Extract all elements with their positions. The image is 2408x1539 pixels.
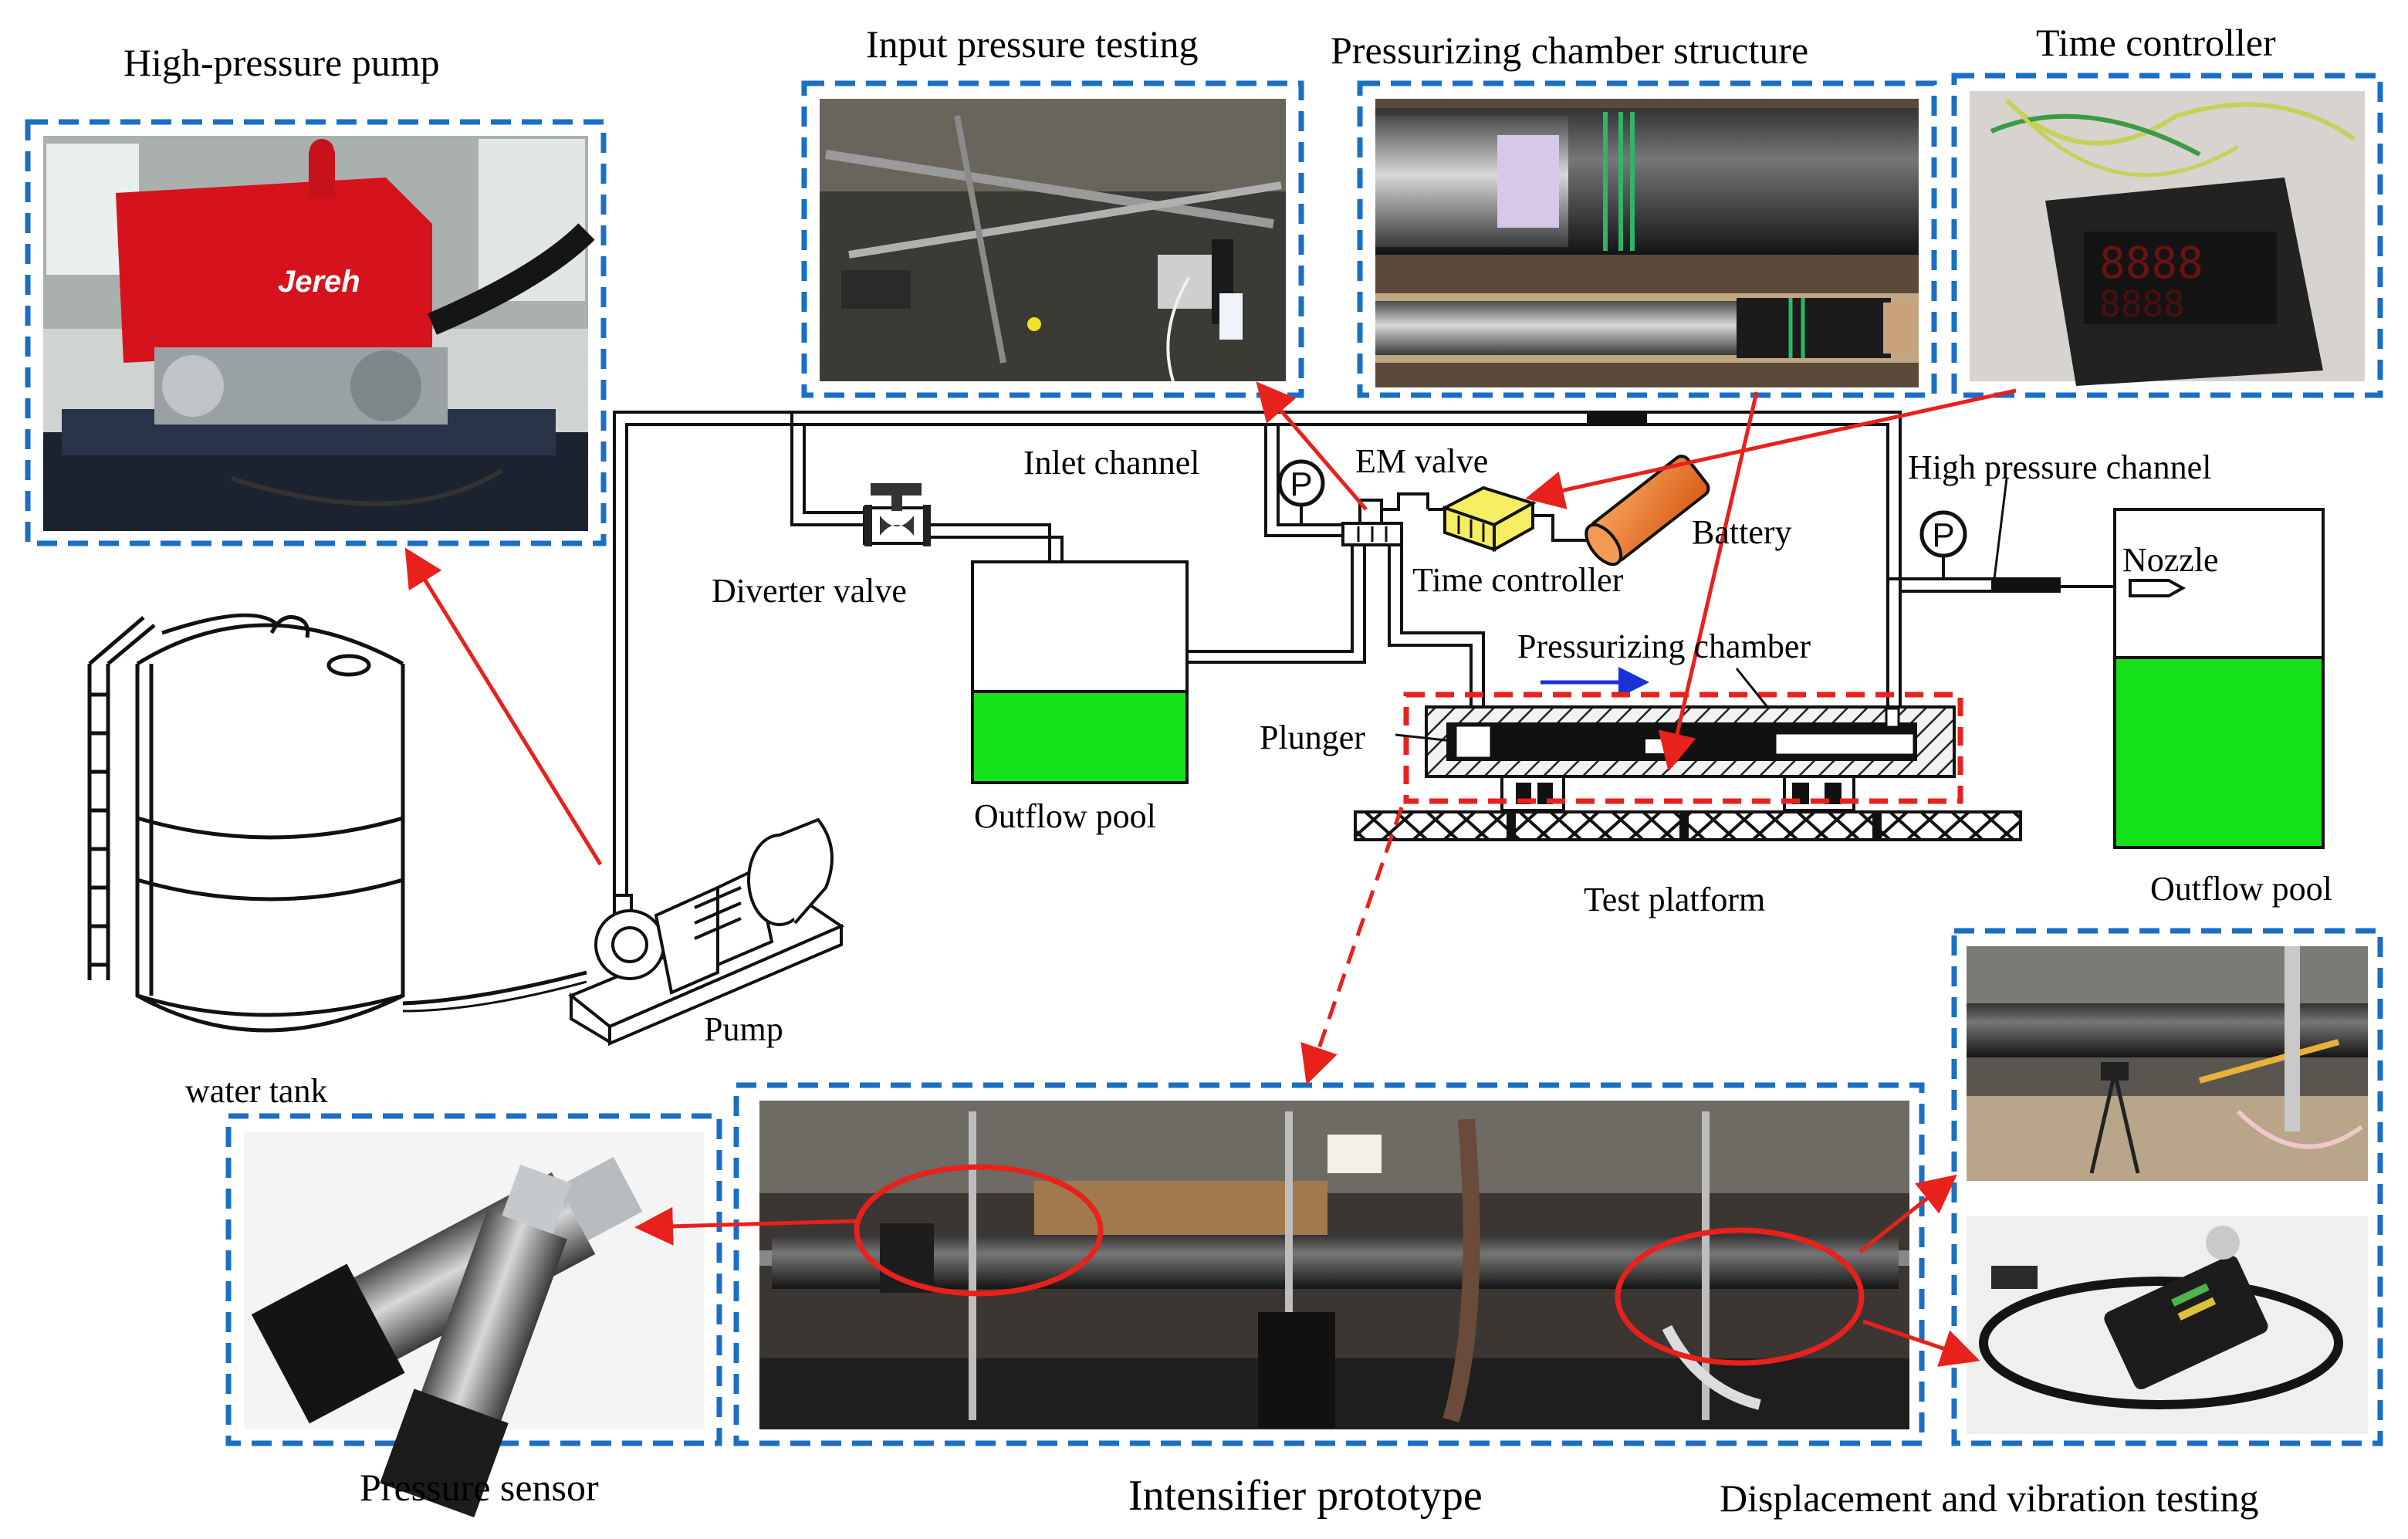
diverter-valve xyxy=(863,483,931,546)
svg-text:8888: 8888 xyxy=(2099,238,2203,289)
tank-outlet-pipe xyxy=(402,970,587,1006)
plunger xyxy=(1454,724,1493,759)
label-input-pressure-testing: Input pressure testing xyxy=(866,22,1199,66)
chamber-highlight-box xyxy=(1403,692,1963,804)
pressure-gauge-right: P xyxy=(1919,510,1967,579)
intensifier-prototype-panel xyxy=(733,1082,1925,1446)
time-controller-panel: 8888 8888 xyxy=(1951,73,2383,398)
label-em-valve: EM valve xyxy=(1355,442,1489,480)
label-time-controller-photo: Time controller xyxy=(2036,21,2276,64)
displacement-vibration-panel xyxy=(1951,928,2383,1446)
time-controller-box xyxy=(1428,485,1598,553)
label-pressure-sensor: Pressure sensor xyxy=(360,1466,599,1509)
label-battery: Battery xyxy=(1692,513,1792,551)
label-outflow-pool-left: Outflow pool xyxy=(974,797,1156,835)
svg-text:8888: 8888 xyxy=(2099,283,2185,325)
pressure-gauge-top: P xyxy=(1277,459,1325,525)
pressurizing-chamber-structure-panel xyxy=(1357,80,1937,398)
label-time-controller: Time controller xyxy=(1412,561,1624,599)
svg-text:P: P xyxy=(1932,516,1954,554)
pressure-sensor-panel xyxy=(225,1113,722,1518)
pressurizing-chamber xyxy=(1425,705,1956,812)
label-test-platform: Test platform xyxy=(1584,881,1766,918)
piping-network xyxy=(613,411,2115,915)
water-tank xyxy=(87,613,405,1033)
label-pump: Pump xyxy=(704,1010,783,1048)
label-diverter-valve: Diverter valve xyxy=(712,572,907,610)
label-pressurizing-chamber-structure: Pressurizing chamber structure xyxy=(1331,29,1809,72)
em-valve xyxy=(1341,492,1429,546)
displacement-highlight-circle xyxy=(1615,1227,1865,1366)
pump xyxy=(568,817,845,1047)
high-pressure-inline-connector xyxy=(1991,577,2061,593)
test-platform xyxy=(1354,810,2022,841)
high-pressure-pump-panel: Jereh xyxy=(25,119,607,546)
label-high-pressure-channel: High pressure channel xyxy=(1908,448,2212,486)
inline-connector xyxy=(1587,411,1647,426)
label-intensifier-prototype: Intensifier prototype xyxy=(1128,1472,1483,1520)
input-pressure-testing-panel xyxy=(801,80,1304,398)
label-nozzle: Nozzle xyxy=(2122,541,2219,579)
pump-brand-text: Jereh xyxy=(278,265,360,299)
label-inlet-channel: Inlet channel xyxy=(1023,444,1200,482)
battery xyxy=(1584,455,1710,567)
outflow-pool-right xyxy=(2113,508,2325,849)
label-pressurizing-chamber: Pressurizing chamber xyxy=(1517,627,1811,665)
label-displacement-vibration: Displacement and vibration testing xyxy=(1720,1476,2259,1520)
nozzle xyxy=(2129,579,2186,597)
callout-arrows xyxy=(404,381,2017,1367)
sensor-highlight-circle xyxy=(854,1164,1104,1297)
label-outflow-pool-right: Outflow pool xyxy=(2150,870,2332,908)
outflow-pool-left xyxy=(971,560,1189,784)
label-plunger: Plunger xyxy=(1260,719,1365,756)
label-high-pressure-pump: High-pressure pump xyxy=(123,41,440,84)
svg-text:P: P xyxy=(1290,465,1312,503)
label-water-tank: water tank xyxy=(185,1072,328,1110)
